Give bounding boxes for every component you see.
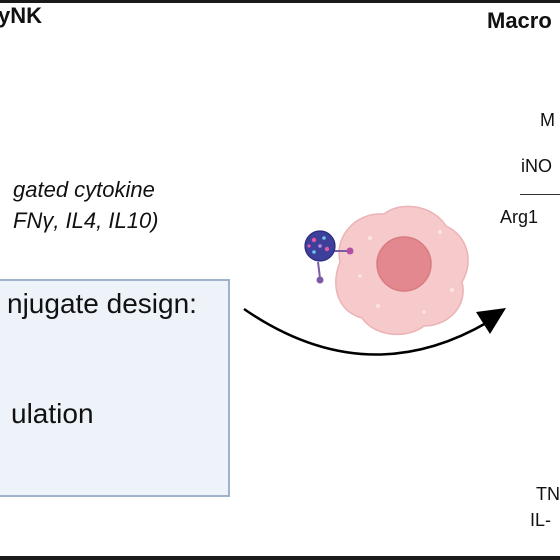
left-panel-title: yNK [0, 3, 43, 28]
top-frame-border [0, 0, 560, 3]
conjugate-design-item: ulation [11, 398, 94, 429]
bottom-frame-border [0, 556, 560, 560]
cell-icon [335, 205, 469, 336]
marker-label-tn: TN [536, 484, 560, 504]
nanoparticle-icon [304, 230, 354, 284]
marker-label-il: IL- [530, 510, 552, 530]
marker-label-m: M [540, 110, 555, 130]
conjugate-design-heading: njugate design: [7, 288, 197, 319]
marker-label-arg1: Arg1 [500, 207, 539, 227]
cytokine-label-line1: gated cytokine [13, 177, 155, 202]
cytokine-label-line2: FNγ, IL4, IL10) [13, 208, 159, 233]
marker-label-inos: iNO [521, 156, 552, 176]
right-panel-title: Macro [487, 8, 552, 33]
conjugate-design-box [0, 279, 230, 497]
marker-divider [520, 194, 560, 195]
curved-arrow-icon [243, 307, 506, 356]
